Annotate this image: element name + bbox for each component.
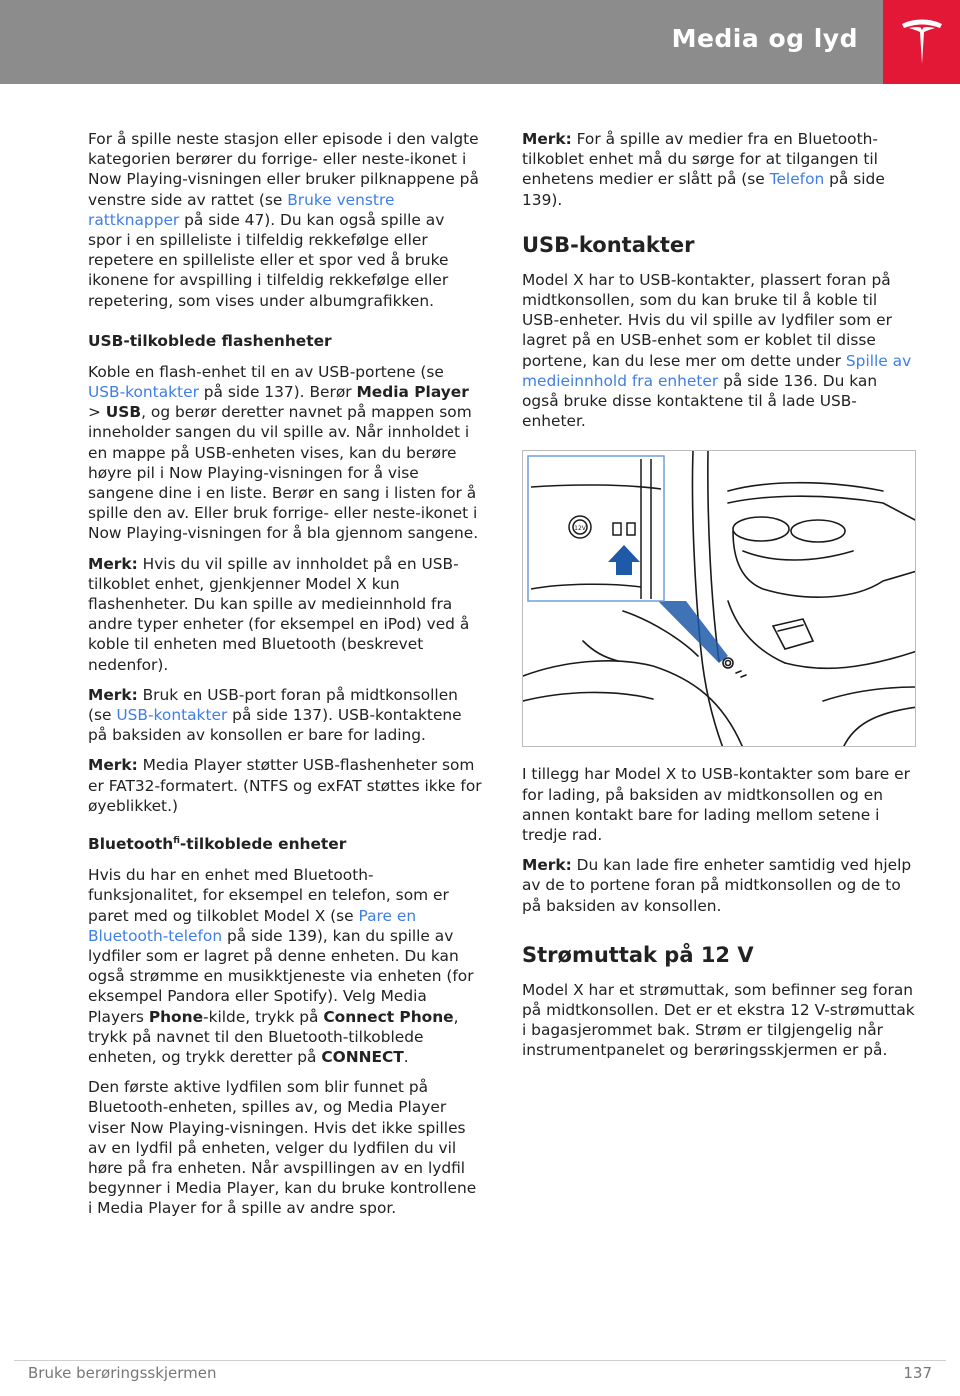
page-title: Media og lyd [671, 24, 858, 53]
console-illustration: 12V [523, 451, 915, 747]
link-play-media[interactable]: Spille av medieinnhold fra enheter [522, 351, 912, 390]
heading-bluetooth: Bluetoothfi-tilkoblede enheter [88, 835, 347, 854]
header-bar [0, 0, 883, 84]
paragraph-bluetooth: Hvis du har en enhet med Bluetooth-funks… [88, 866, 474, 1066]
page-number: 137 [903, 1364, 932, 1382]
link-pair-phone[interactable]: Pare en Bluetooth-telefon [88, 906, 417, 945]
heading-usb-contacts: USB-kontakter [522, 232, 695, 257]
paragraph-first-audio: Den første aktive lydfilen som blir funn… [88, 1078, 477, 1218]
note-fat32: Merk: Media Player støtter USB-flashenhe… [88, 756, 482, 815]
tesla-logo-icon [901, 19, 942, 64]
note-flash-only: Merk: Hvis du vil spille av innholdet på… [88, 554, 470, 674]
link-usb-ports-2[interactable]: USB-kontakter [116, 706, 228, 725]
heading-12v-outlet: Strømuttak på 12 V [522, 942, 754, 967]
logo-box [883, 0, 960, 84]
socket-label: 12V [574, 525, 587, 532]
paragraph-usb-contacts: Model X har to USB-kontakter, plassert f… [522, 270, 912, 431]
note-four-devices: Merk: Du kan lade fire enheter samtidig … [522, 856, 912, 915]
footer-section: Bruke berøringsskjermen [28, 1364, 217, 1382]
paragraph-extra-usb: I tillegg har Model X to USB-kontakter s… [522, 765, 910, 845]
usb-console-figure: 12V [522, 450, 916, 748]
paragraph-usb-connect: Koble en flash-enhet til en av USB-porte… [88, 362, 479, 543]
left-column: For å spille neste stasjon eller episode… [88, 129, 482, 1229]
note-bluetooth-media: Merk: For å spille av medier fra en Blue… [522, 130, 885, 209]
link-steering-buttons[interactable]: Bruke venstre rattknapper [88, 190, 395, 229]
link-usb-ports[interactable]: USB-kontakter [88, 383, 199, 402]
right-column: Merk: For å spille av medier fra en Blue… [522, 129, 918, 1071]
link-phone[interactable]: Telefon [769, 170, 825, 189]
note-front-port: Merk: Bruk en USB-port foran på midtkons… [88, 685, 462, 745]
paragraph-next-station: For å spille neste stasjon eller episode… [88, 130, 479, 310]
footer-divider [14, 1360, 946, 1361]
heading-usb-flash: USB-tilkoblede flashenheter [88, 331, 332, 350]
inset-zoom [527, 455, 665, 603]
paragraph-12v-outlet: Model X har et strømuttak, som befinner … [522, 980, 915, 1060]
